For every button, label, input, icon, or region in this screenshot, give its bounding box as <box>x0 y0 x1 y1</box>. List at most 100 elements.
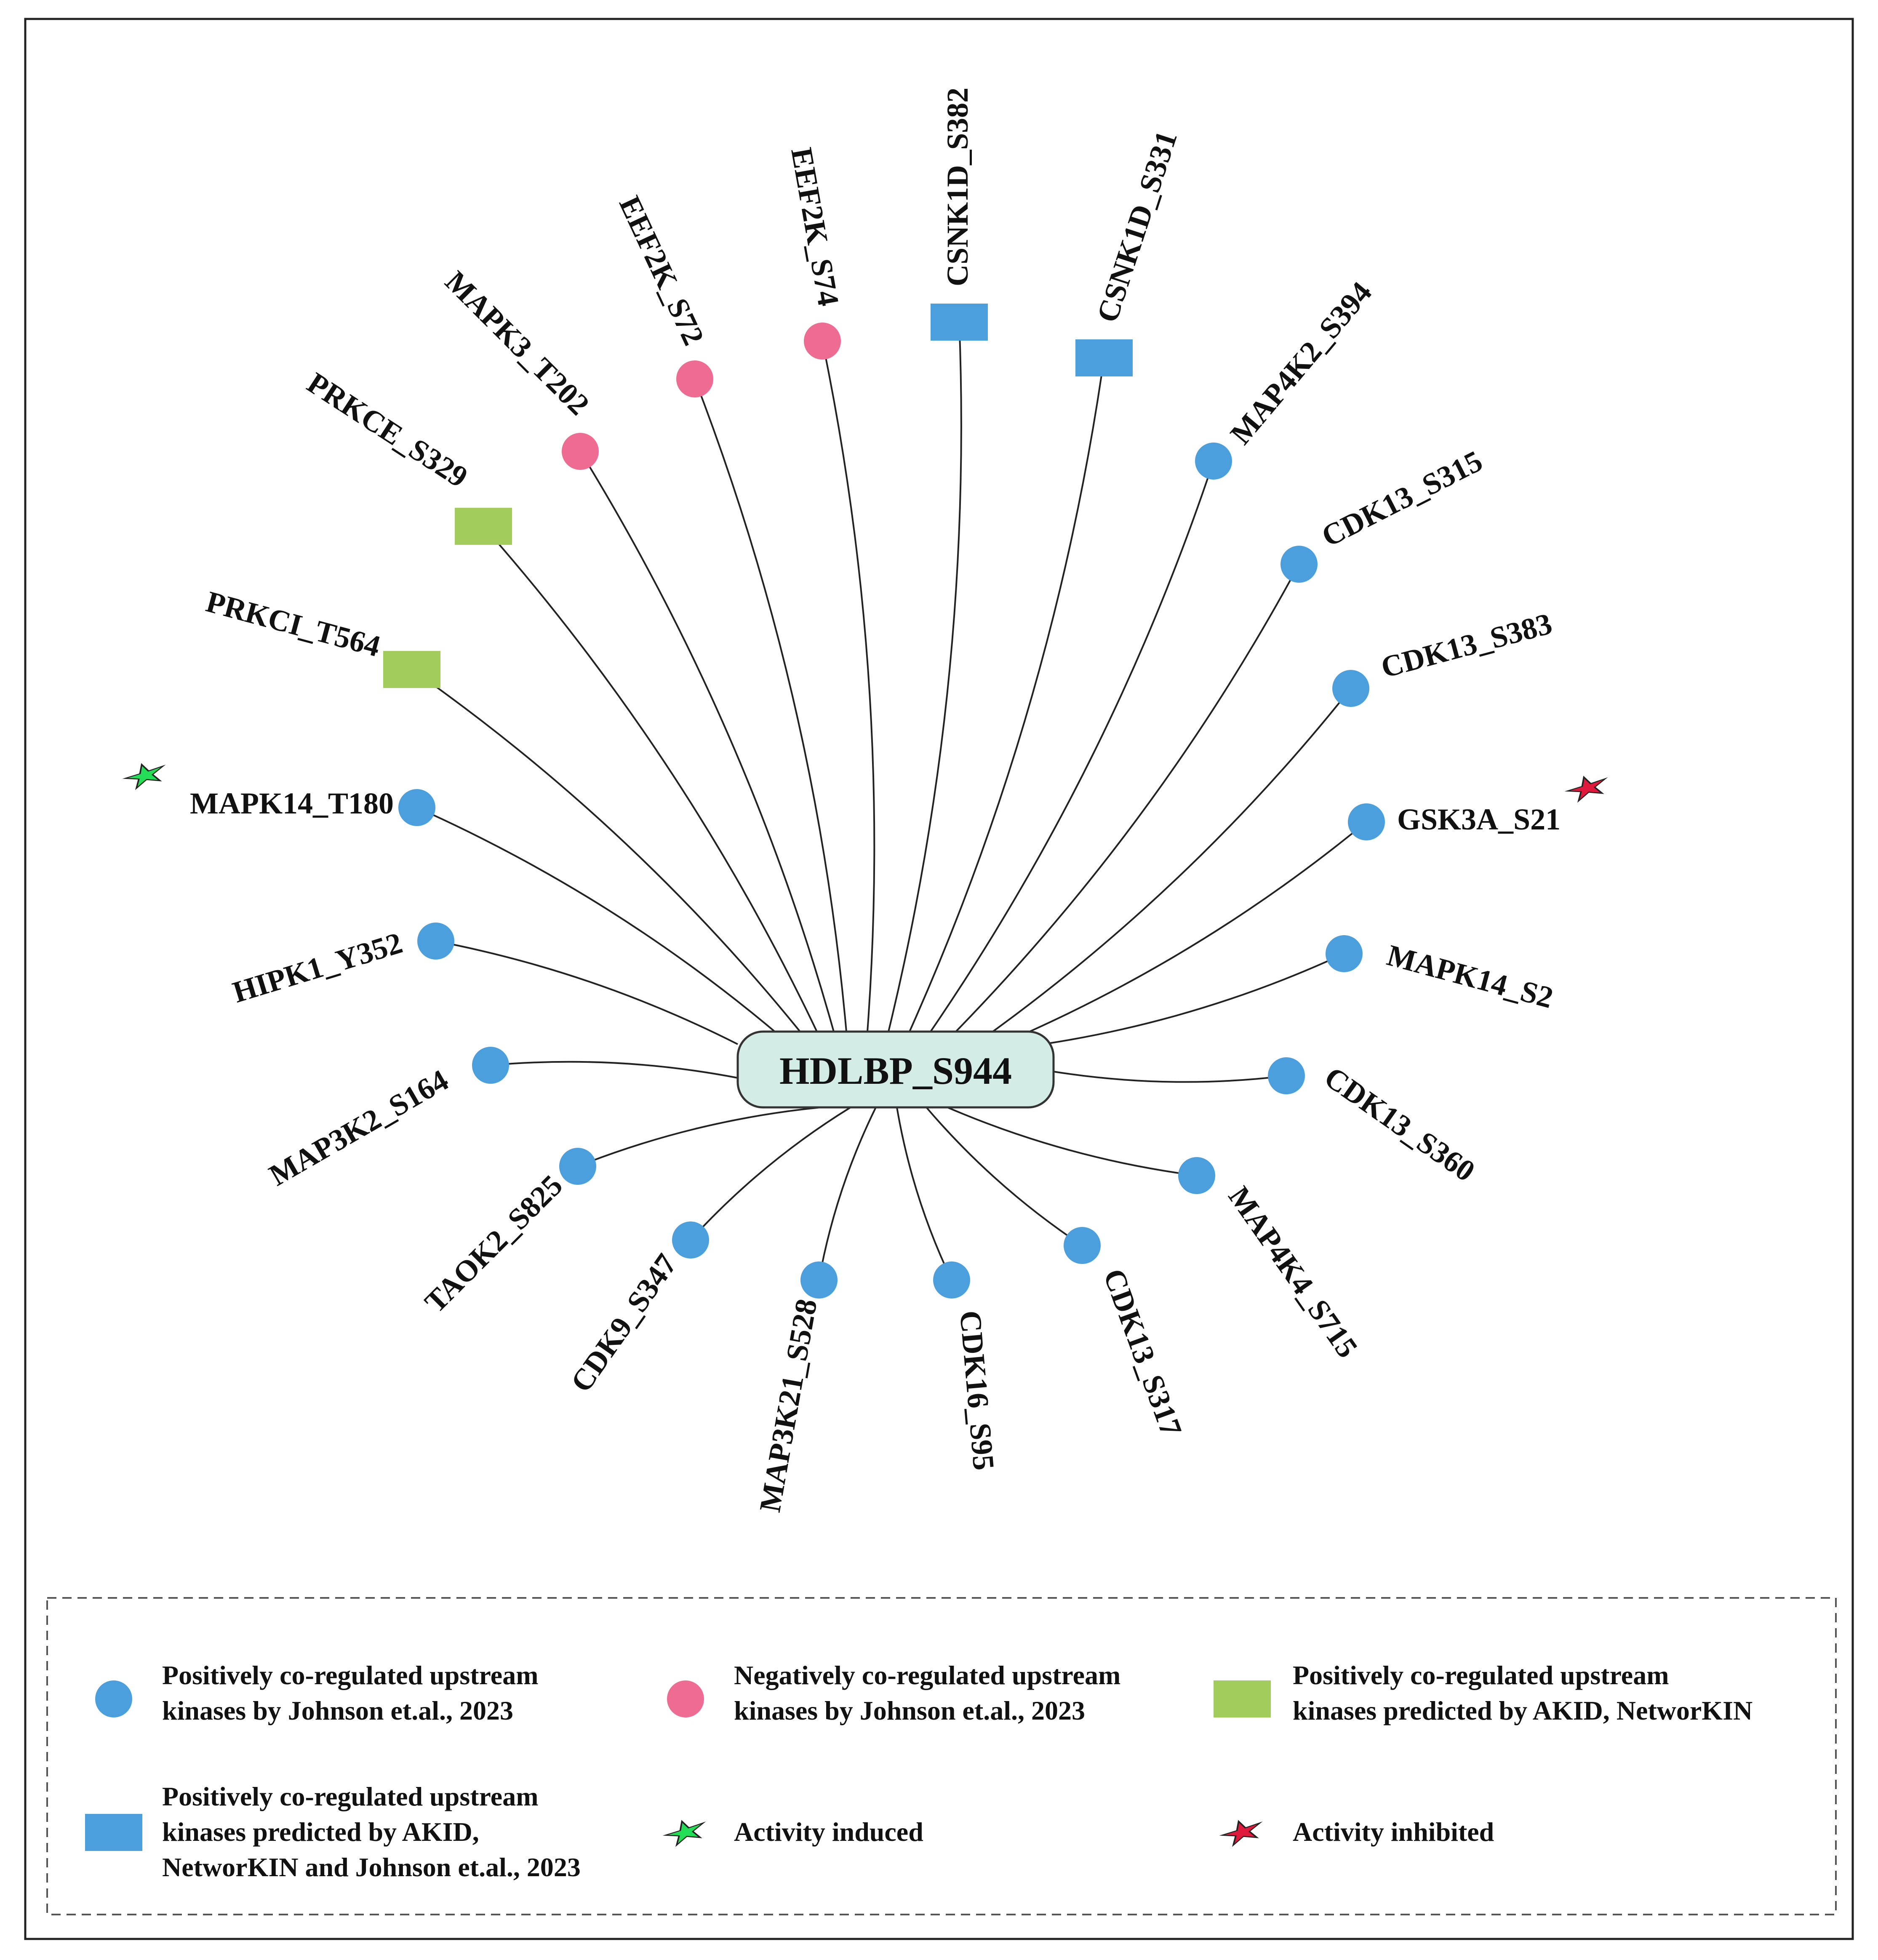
node-marker-mapk3-t202 <box>562 433 599 470</box>
node-marker-map4k2-s394 <box>1195 443 1232 480</box>
node-marker-cdk13-s383 <box>1332 670 1369 707</box>
legend: Positively co-regulated upstream kinases … <box>85 1660 1753 1882</box>
legend-marker-positive_akid <box>1214 1680 1271 1717</box>
activity-inhibited-star-icon-gsk3a-s21 <box>1564 776 1608 803</box>
node-marker-cdk13-s360 <box>1268 1057 1305 1094</box>
kinase-node-cdk9-s347[interactable]: CDK9_S347 <box>564 1221 709 1398</box>
node-label-cdk16-s95: CDK16_S95 <box>953 1309 1001 1472</box>
edge-cdk16-s95 <box>896 1107 952 1280</box>
center-node[interactable]: HDLBP_S944 <box>736 1030 1055 1109</box>
node-label-map3k21-s528: MAP3K21_S528 <box>753 1296 824 1515</box>
node-marker-cdk16-s95 <box>933 1261 970 1299</box>
node-marker-map3k21-s528 <box>800 1261 838 1299</box>
kinase-node-taok2-s825[interactable]: TAOK2_S825 <box>418 1148 596 1319</box>
node-label-csnk1d-s382: CSNK1D_S382 <box>941 88 974 286</box>
edge-map3k21-s528 <box>818 1107 877 1280</box>
kinase-node-eef2k-s74[interactable]: EEF2K_S74 <box>784 145 846 360</box>
edge-prkce-s329 <box>483 525 818 1032</box>
legend-star-icon-inhibited_star <box>1219 1820 1263 1847</box>
edge-cdk9-s347 <box>690 1107 851 1241</box>
edge-gsk3a-s21 <box>1010 821 1367 1041</box>
kinase-node-prkce-s329[interactable]: PRKCE_S329 <box>301 366 512 545</box>
center-node-label: HDLBP_S944 <box>779 1049 1012 1092</box>
legend-text-line: Activity induced <box>734 1817 923 1847</box>
legend-text-line: NetworKIN and Johnson et.al., 2023 <box>162 1852 581 1882</box>
legend-text-line: kinases predicted by AKID, NetworKIN <box>1293 1696 1753 1725</box>
node-label-csnk1d-s331: CSNK1D_S331 <box>1090 127 1184 326</box>
edge-eef2k-s72 <box>694 379 847 1032</box>
node-label-mapk14-s2: MAPK14_S2 <box>1384 938 1557 1015</box>
node-marker-map3k2-s164 <box>472 1047 509 1084</box>
legend-item-inhibited_star: Activity inhibited <box>1219 1817 1494 1847</box>
edge-mapk14-t180 <box>416 807 776 1032</box>
kinase-node-csnk1d-s382[interactable]: CSNK1D_S382 <box>931 88 988 341</box>
node-marker-map4k4-s715 <box>1178 1157 1215 1194</box>
node-marker-gsk3a-s21 <box>1348 803 1385 840</box>
node-label-cdk9-s347: CDK9_S347 <box>564 1248 684 1398</box>
node-label-cdk13-s315: CDK13_S315 <box>1316 444 1488 553</box>
node-label-prkci-t564: PRKCI_T564 <box>203 584 384 663</box>
kinase-node-cdk13-s360[interactable]: CDK13_S360 <box>1268 1057 1481 1188</box>
kinase-node-map4k2-s394[interactable]: MAP4K2_S394 <box>1195 275 1378 480</box>
edge-cdk13-s360 <box>1053 1071 1287 1083</box>
node-label-gsk3a-s21: GSK3A_S21 <box>1397 803 1561 836</box>
center-node-box <box>736 1030 1055 1109</box>
legend-marker-positive_johnson <box>95 1680 132 1717</box>
edge-cdk13-s317 <box>926 1107 1083 1246</box>
edge-hipk1-y352 <box>435 940 738 1045</box>
figure-border <box>24 18 1854 1940</box>
edge-csnk1d-s331 <box>909 357 1105 1032</box>
kinase-node-csnk1d-s331[interactable]: CSNK1D_S331 <box>1075 127 1184 376</box>
node-label-cdk13-s317: CDK13_S317 <box>1097 1264 1188 1440</box>
kinase-node-cdk13-s315[interactable]: CDK13_S315 <box>1280 444 1488 583</box>
kinase-node-map3k21-s528[interactable]: MAP3K21_S528 <box>753 1261 838 1515</box>
node-marker-cdk13-s315 <box>1280 546 1318 583</box>
kinase-node-cdk13-s317[interactable]: CDK13_S317 <box>1064 1227 1188 1440</box>
edge-taok2-s825 <box>577 1107 822 1167</box>
legend-text-line: kinases by Johnson et.al., 2023 <box>734 1696 1085 1725</box>
kinase-node-mapk3-t202[interactable]: MAPK3_T202 <box>439 264 599 470</box>
kinase-node-eef2k-s72[interactable]: EEF2K_S72 <box>613 191 713 397</box>
legend-marker-positive_akid_johnson <box>85 1814 142 1851</box>
edge-cdk13-s383 <box>980 688 1352 1041</box>
legend-marker-negative_johnson <box>667 1680 704 1717</box>
node-marker-eef2k-s72 <box>676 360 713 397</box>
kinase-node-map3k2-s164[interactable]: MAP3K2_S164 <box>264 1047 509 1192</box>
legend-text-line: Negatively co-regulated upstream <box>734 1660 1120 1690</box>
kinase-node-mapk14-s2[interactable]: MAPK14_S2 <box>1326 935 1557 1015</box>
legend-item-induced_star: Activity induced <box>662 1817 923 1847</box>
kinase-node-map4k4-s715[interactable]: MAP4K4_S715 <box>1178 1157 1364 1364</box>
node-label-map4k2-s394: MAP4K2_S394 <box>1224 275 1378 451</box>
legend-text-line: Positively co-regulated upstream <box>1293 1660 1669 1690</box>
legend-text-line: Positively co-regulated upstream <box>162 1660 539 1690</box>
edge-map3k2-s164 <box>490 1061 738 1079</box>
node-marker-csnk1d-s331 <box>1075 339 1133 376</box>
node-label-cdk13-s383: CDK13_S383 <box>1377 606 1555 684</box>
legend-item-positive_akid_johnson: Positively co-regulated upstreamkinases … <box>85 1781 581 1882</box>
legend-item-positive_johnson: Positively co-regulated upstreamkinases … <box>95 1660 539 1725</box>
kinase-node-hipk1-y352[interactable]: HIPK1_Y352 <box>229 923 454 1009</box>
edge-mapk3-t202 <box>579 451 835 1032</box>
node-label-map4k4-s715: MAP4K4_S715 <box>1222 1180 1365 1364</box>
node-label-mapk3-t202: MAPK3_T202 <box>439 264 596 421</box>
legend-box <box>46 1597 1837 1915</box>
legend-item-negative_johnson: Negatively co-regulated upstream kinases … <box>667 1660 1120 1725</box>
node-marker-hipk1-y352 <box>417 923 454 960</box>
kinase-node-cdk16-s95[interactable]: CDK16_S95 <box>933 1261 1001 1472</box>
kinase-node-gsk3a-s21[interactable]: GSK3A_S21 <box>1348 771 1609 840</box>
node-label-prkce-s329: PRKCE_S329 <box>301 366 474 494</box>
edge-map4k2-s394 <box>930 461 1214 1032</box>
kinase-node-cdk13-s383[interactable]: CDK13_S383 <box>1332 606 1555 707</box>
edge-csnk1d-s382 <box>888 322 962 1032</box>
node-marker-eef2k-s74 <box>804 323 841 360</box>
node-label-hipk1-y352: HIPK1_Y352 <box>229 926 406 1009</box>
node-marker-cdk13-s317 <box>1064 1227 1101 1264</box>
kinase-node-prkci-t564[interactable]: PRKCI_T564 <box>203 584 440 688</box>
edge-prkci-t564 <box>411 669 801 1032</box>
node-marker-taok2-s825 <box>559 1148 596 1185</box>
kinase-node-mapk14-t180[interactable]: MAPK14_T180 <box>122 758 435 826</box>
node-label-mapk14-t180: MAPK14_T180 <box>190 787 394 820</box>
